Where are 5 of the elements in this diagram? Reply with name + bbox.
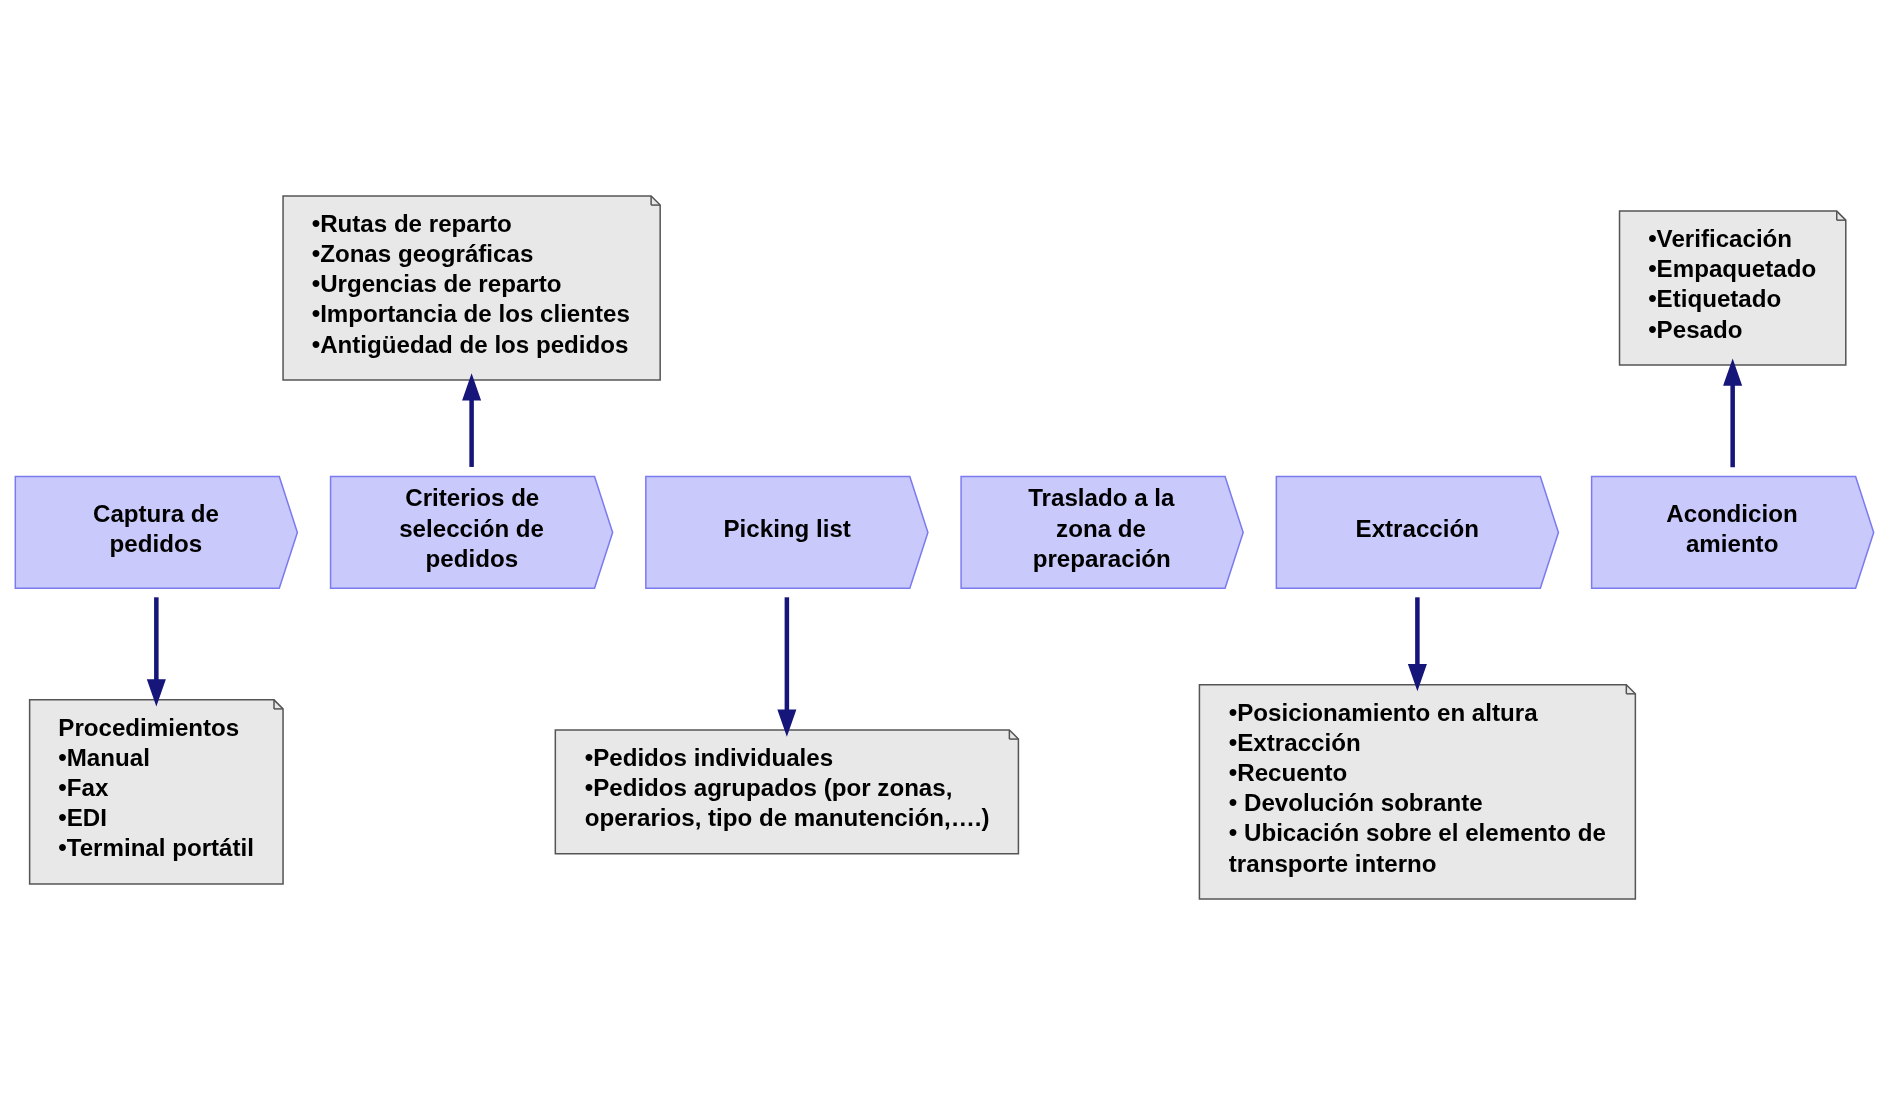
arrow [1407,596,1427,691]
arrow [462,372,482,467]
arrow [777,596,797,737]
arrow [1723,357,1743,467]
arrow [146,596,166,706]
